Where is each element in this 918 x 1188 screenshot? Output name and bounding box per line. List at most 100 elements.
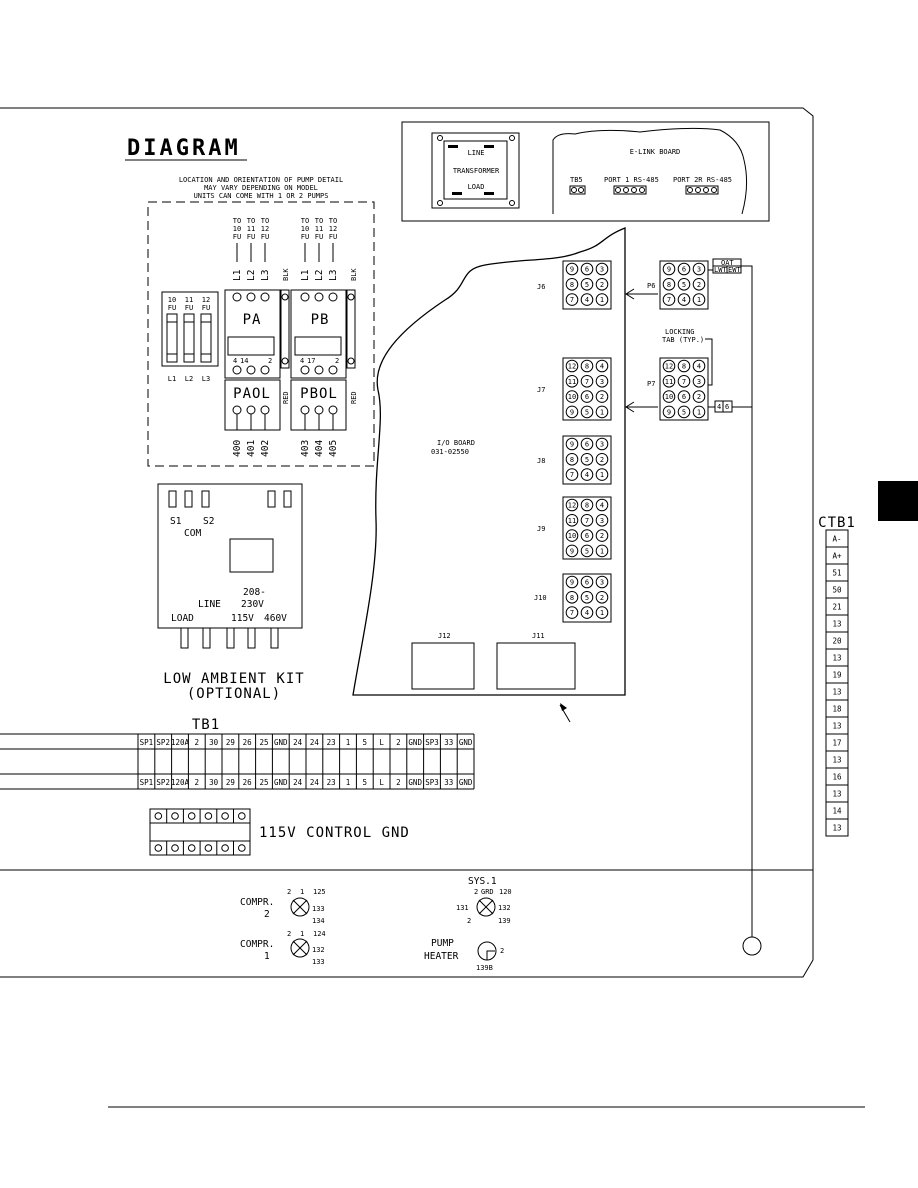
pin-number: 7 [585,378,589,386]
pin-number: 3 [600,441,604,449]
compr2-wire-1: 1 [300,888,304,896]
compressor-2: COMPR. 2 2 1 125 133 134 [240,888,326,925]
heater-wire-2: 2 [500,947,504,955]
ctb1-terminal-label: A+ [832,552,842,561]
v208-label: 208- [243,587,266,598]
fuse-block: 10 11 12 FU FU FU L1 L2 L3 [161,291,219,383]
sys1-wire-131: 131 [456,904,469,912]
connector-j7: J7 [537,357,612,421]
locking-tab-note: LOCKING TAB (TYP.) [662,328,713,386]
connector-pin [692,293,706,306]
plug-p7: P7 4 6 [625,357,752,421]
transformer-name: TRANSFORMER [453,167,500,175]
gnd-pin [187,812,196,820]
pa-coil-14: 14 [240,357,248,365]
connector-pin [677,359,691,373]
connector-pin [595,262,609,276]
pin-number: 10 [568,393,576,401]
diagram-title: DIAGRAM [127,136,241,161]
connector-pin [662,390,676,403]
pin-number: 8 [585,502,589,510]
pa-coil-4: 4 [233,357,237,365]
tb1-terminal-top: 30 [209,738,219,747]
heater-wire-139b: 139B [476,964,493,972]
pump-heater-label-1: PUMP [431,938,454,949]
pin-number: 5 [585,456,589,464]
control-gnd-strip: 115V CONTROL GND [149,808,409,856]
s2-label: S2 [203,516,214,527]
tb1-terminal-top: GND [274,738,288,747]
gnd-pin [154,844,163,852]
line-label: LINE [198,599,221,610]
connector-pin [565,405,579,419]
pin-number: 12 [568,363,576,371]
tb1-terminal-top: 2 [396,738,401,747]
fu-label-6: FU [329,233,337,241]
ctb1-terminal-label: 13 [832,722,841,731]
connector-pin [580,514,594,527]
pb-coil-17: 17 [307,357,315,365]
pin-number: 9 [570,579,574,587]
wire-400: 400 [232,440,243,457]
pa-coil-2: 2 [268,357,272,365]
pa-contactor: PA 4 14 2 [224,289,290,379]
tb1-terminal-bottom: 1 [346,778,351,787]
pa-l1: L1 [232,269,243,281]
connector-pin [565,575,579,589]
connector-pin [692,278,706,291]
to-label-6: TO [329,217,337,225]
ctb1-terminal-label: 19 [832,671,841,680]
connector-pin [662,293,676,306]
tb1-terminal-top: 1 [346,738,351,747]
pin-number: 2 [697,393,701,401]
pin-number: 2 [600,456,604,464]
connector-pin [595,514,609,527]
to-label-3: TO [261,217,269,225]
compr1-wire-124: 124 [313,930,326,938]
ctb1-terminal-label: 51 [832,569,841,578]
pin-number: 12 [568,502,576,510]
pin-number: 4 [585,609,589,617]
pin-number: 9 [570,548,574,556]
connector-pin [565,544,579,558]
port1-label: PORT 1 RS-485 [604,176,659,184]
pbol-overload: PBOL 403 404 405 [290,379,347,457]
j11-label: J11 [532,632,545,640]
p7-wire-4: 4 [717,403,721,411]
connector-pin [662,359,676,373]
tb1-terminal-top: 26 [243,738,253,747]
pin-number: 4 [682,296,686,304]
transformer-line: LINE [468,149,485,157]
connector-pin [595,591,609,604]
pin-number: 1 [600,548,604,556]
low-ambient-title: LOW AMBIENT KIT [163,671,304,687]
pbol-label: PBOL [300,386,338,402]
connector-pin [595,453,609,466]
pin-number: 9 [570,441,574,449]
connector-pin [692,405,706,419]
paol-overload: PAOL 400 401 402 [224,379,281,457]
low-ambient-kit: S1 S2 COM 208- LINE 230V LOAD 115V 460V … [157,483,304,702]
connector-pin [595,278,609,291]
locking-tab-line2: TAB (TYP.) [662,336,704,344]
compressor-1: COMPR. 1 2 1 124 132 133 [240,930,326,966]
tb1-terminal-bottom: SP3 [425,778,439,787]
connector-j11: J11 [496,632,576,690]
pump-note-line1: LOCATION AND ORIENTATION OF PUMP DETAIL [179,176,343,184]
pin-number: 3 [600,517,604,525]
oat-label: OAT [721,259,734,267]
pin-number: 9 [570,266,574,274]
to-label-2: TO [247,217,255,225]
tb1-terminal-top: 120A [171,738,190,747]
pin-number: 4 [600,363,604,371]
pin-number: 12 [665,363,673,371]
locking-tab-line1: LOCKING [665,328,695,336]
sys1-terminal: SYS.1 2 GRD 120 131 132 2 139 [456,876,512,925]
ctb1-terminal-block: CTB1 A-A+5150211320131913181317131613141… [818,515,855,837]
pin-number: 7 [570,296,574,304]
pump-heater: PUMP HEATER 2 139B [424,938,504,972]
p6-label: P6 [647,282,655,290]
compr1-wire-2: 2 [287,930,291,938]
